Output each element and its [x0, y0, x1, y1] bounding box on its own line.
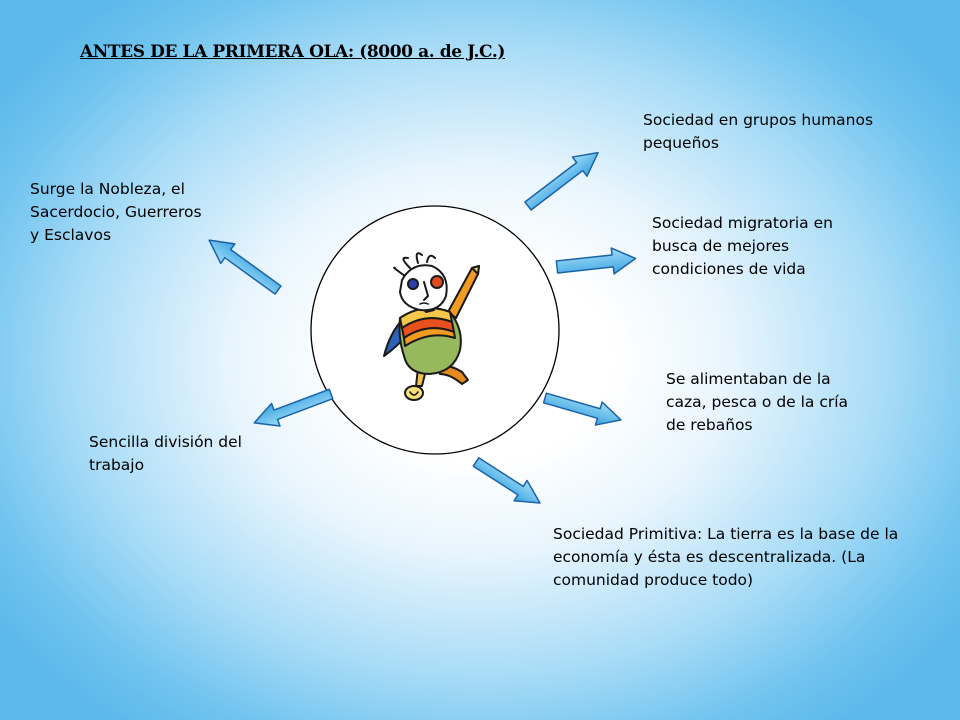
arrow-to-migratoria — [555, 247, 637, 275]
arrow-to-nobleza — [208, 239, 282, 295]
arrow-to-grupos — [524, 151, 599, 211]
arrow-to-division — [253, 388, 334, 427]
label-sociedad-migratoria: Sociedad migratoria en busca de mejores … — [652, 214, 833, 278]
label-nobleza: Surge la Nobleza, el Sacerdocio, Guerrer… — [30, 180, 202, 244]
page-title: ANTES DE LA PRIMERA OLA: (8000 a. de J.C… — [80, 42, 506, 62]
label-division-trabajo: Sencilla división del trabajo — [89, 433, 242, 474]
arrow-to-primitiva — [472, 457, 541, 504]
label-grupos-humanos: Sociedad en grupos humanos pequeños — [643, 111, 874, 152]
arrow-to-alimentaban — [542, 392, 622, 426]
cartoon-figure-icon — [383, 252, 480, 401]
label-alimentacion: Se alimentaban de la caza, pesca o de la… — [666, 370, 849, 434]
label-sociedad-primitiva: Sociedad Primitiva: La tierra es la base… — [553, 525, 899, 589]
